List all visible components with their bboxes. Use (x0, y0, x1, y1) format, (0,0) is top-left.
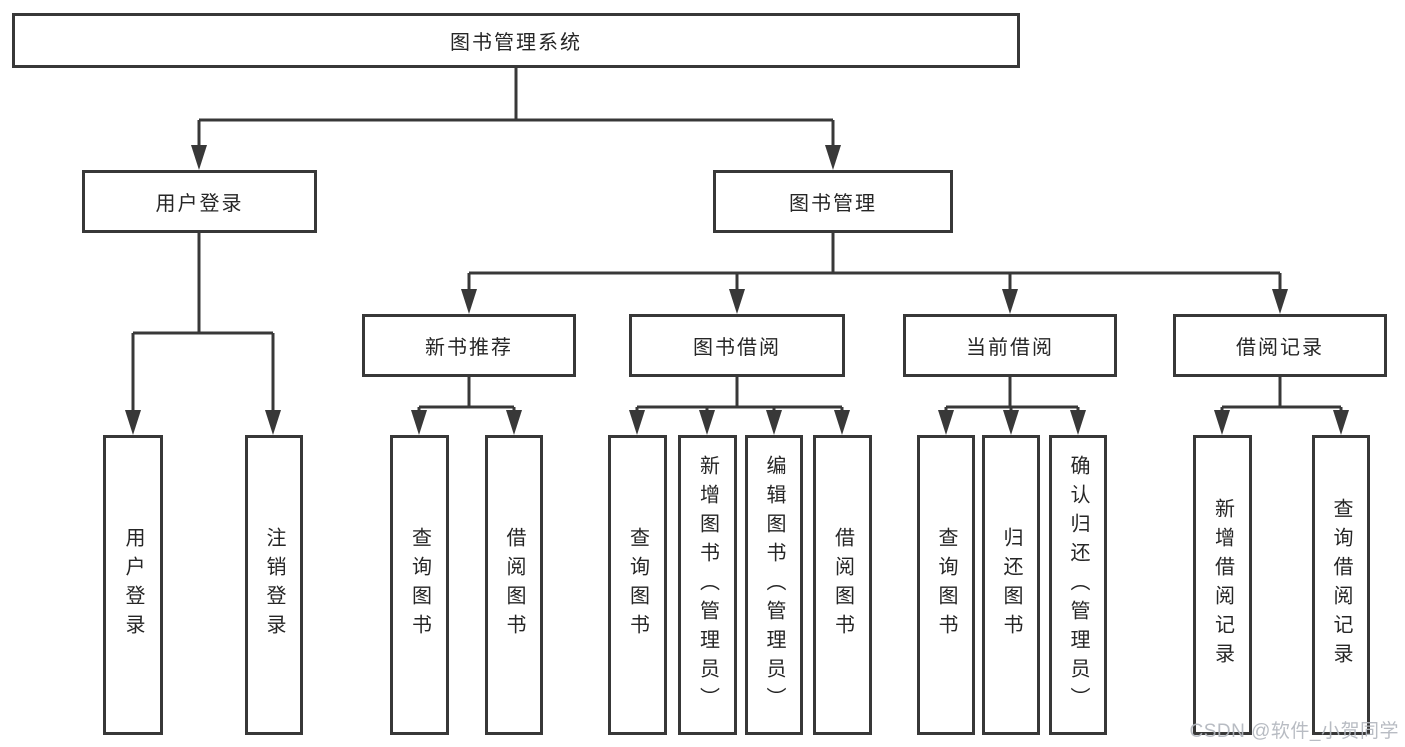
leaf-query-books-current: 查询图书 (917, 435, 975, 735)
leaf-return-books: 归还图书 (982, 435, 1040, 735)
leaf-add-borrow-record: 新增借阅记录 (1193, 435, 1252, 735)
csdn-watermark: CSDN @软件_小贺同学 (1189, 721, 1399, 742)
leaf-user-login-label: 用户登录 (122, 527, 144, 643)
leaf-borrow-books: 借阅图书 (813, 435, 872, 735)
node-book-borrow-label: 图书借阅 (693, 337, 781, 359)
leaf-query-books-current-label: 查询图书 (935, 527, 957, 643)
node-root-label: 图书管理系统 (450, 32, 582, 54)
node-book-management: 图书管理 (713, 170, 953, 233)
node-borrow-records-label: 借阅记录 (1236, 337, 1324, 359)
leaf-query-books-borrow-label: 查询图书 (626, 527, 649, 643)
leaf-query-borrow-record: 查询借阅记录 (1312, 435, 1370, 735)
node-current-borrow-label: 当前借阅 (966, 337, 1054, 359)
leaf-borrow-books-label: 借阅图书 (831, 527, 854, 643)
leaf-return-books-label: 归还图书 (1000, 527, 1022, 643)
leaf-query-books-recommend: 查询图书 (390, 435, 449, 735)
leaf-add-borrow-record-label: 新增借阅记录 (1211, 498, 1234, 672)
leaf-borrow-books-recommend-label: 借阅图书 (503, 527, 525, 643)
leaf-borrow-books-recommend: 借阅图书 (485, 435, 543, 735)
node-book-borrow: 图书借阅 (629, 314, 845, 377)
leaf-confirm-return-admin-label: 确认归还（管理员） (1067, 454, 1089, 716)
leaf-edit-books-admin: 编辑图书（管理员） (745, 435, 803, 735)
leaf-query-borrow-record-label: 查询借阅记录 (1330, 498, 1352, 672)
node-current-borrow: 当前借阅 (903, 314, 1117, 377)
node-new-book-recommend: 新书推荐 (362, 314, 576, 377)
leaf-edit-books-admin-label: 编辑图书（管理员） (763, 454, 785, 716)
leaf-add-books-admin-label: 新增图书（管理员） (696, 454, 719, 716)
node-user-login: 用户登录 (82, 170, 317, 233)
leaf-query-books-recommend-label: 查询图书 (408, 527, 431, 643)
leaf-query-books-borrow: 查询图书 (608, 435, 667, 735)
leaf-user-login: 用户登录 (103, 435, 163, 735)
node-borrow-records: 借阅记录 (1173, 314, 1387, 377)
leaf-confirm-return-admin: 确认归还（管理员） (1049, 435, 1107, 735)
leaf-add-books-admin: 新增图书（管理员） (678, 435, 737, 735)
node-user-login-label: 用户登录 (155, 193, 244, 215)
leaf-logout-label: 注销登录 (263, 527, 285, 643)
node-root: 图书管理系统 (12, 13, 1020, 68)
leaf-logout: 注销登录 (245, 435, 303, 735)
node-new-book-recommend-label: 新书推荐 (425, 337, 513, 359)
node-book-management-label: 图书管理 (789, 193, 877, 215)
